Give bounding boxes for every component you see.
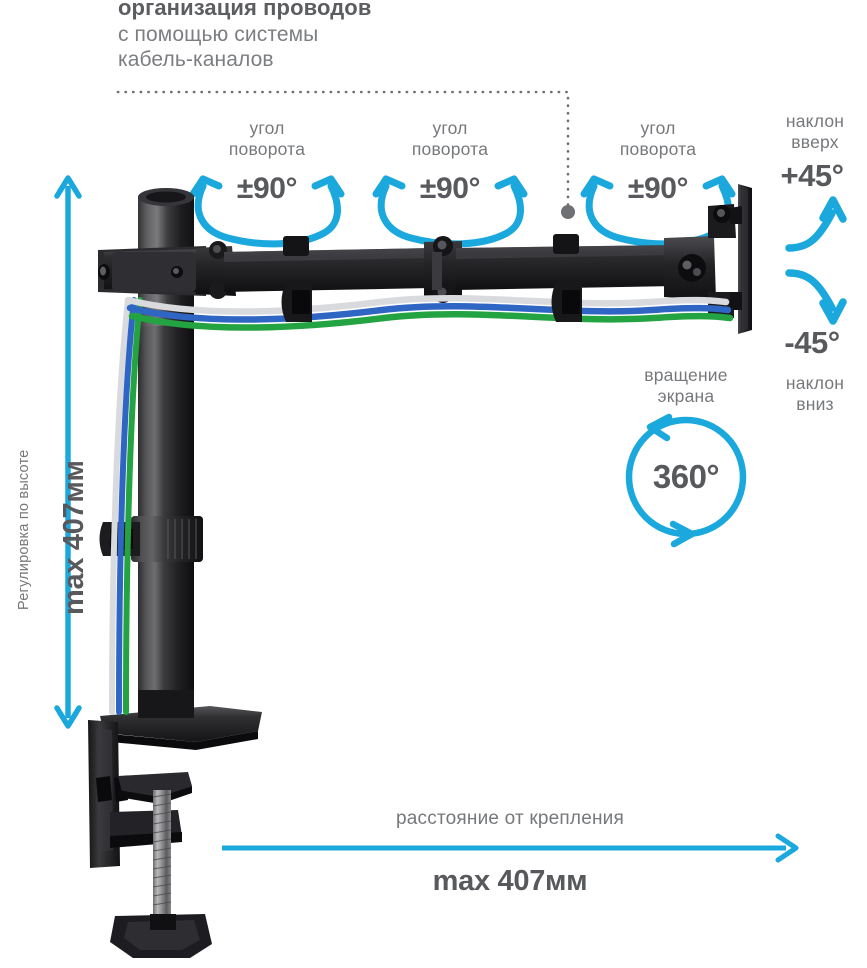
cable-bundle-vertical	[109, 297, 143, 715]
swivel-3-caption-line-2: поворота	[619, 139, 697, 159]
swivel-2-caption-line-1: угол	[432, 118, 468, 138]
tilt-up-caption-line-1: наклон	[785, 111, 845, 131]
rotation-caption-line-2: экрана	[657, 386, 715, 406]
height-adjust-value: max 407мм	[58, 460, 90, 615]
height-adjust-caption: Регулировка по высоте	[16, 449, 32, 610]
post-arm-swivel-bracket	[98, 241, 236, 299]
reach-dimension-arrow	[222, 833, 799, 863]
height-dimension-arrow	[54, 175, 82, 729]
cable-callout-dotted-line	[116, 90, 575, 219]
rotation-360-circle-icon	[625, 413, 747, 548]
page-subtitle-line-1: с помощью системы	[118, 23, 319, 46]
arm-segment-1	[224, 248, 432, 292]
rotation-caption-line-1: вращение	[644, 365, 728, 385]
swivel-1-caption-line-1: угол	[249, 118, 285, 138]
tilt-up-value: +45°	[780, 158, 844, 193]
page-title: организация проводов	[118, 0, 372, 20]
tilt-down-caption-line-1: наклон	[785, 373, 845, 393]
swivel-2-caption-line-2: поворота	[411, 139, 489, 159]
reach-caption: расстояние от крепления	[396, 808, 624, 829]
monitor-arm-product	[88, 184, 752, 958]
swivel-arc-1-icon	[189, 175, 345, 248]
swivel-3-caption-line-1: угол	[640, 118, 676, 138]
rotation-value: 360°	[652, 458, 720, 495]
vesa-mount-plate	[730, 184, 752, 334]
tilt-down-value: -45°	[784, 325, 840, 360]
swivel-2-value: ±90°	[419, 172, 481, 205]
tilt-down-caption-line-2: вниз	[796, 394, 834, 414]
tilt-down-arrow-icon	[785, 269, 847, 325]
swivel-3-value: ±90°	[627, 172, 689, 205]
cable-bundle-horizontal	[124, 294, 734, 331]
desk-clamp	[88, 720, 212, 958]
reach-value: max 407мм	[432, 865, 588, 897]
swivel-1-caption-line-2: поворота	[228, 139, 306, 159]
tilt-up-arrow-icon	[785, 196, 847, 252]
cable-clips	[281, 234, 582, 322]
page-subtitle-line-2: кабель-каналов	[118, 48, 274, 71]
tilt-up-caption-line-2: вверх	[791, 132, 839, 152]
swivel-1-value: ±90°	[236, 172, 298, 205]
